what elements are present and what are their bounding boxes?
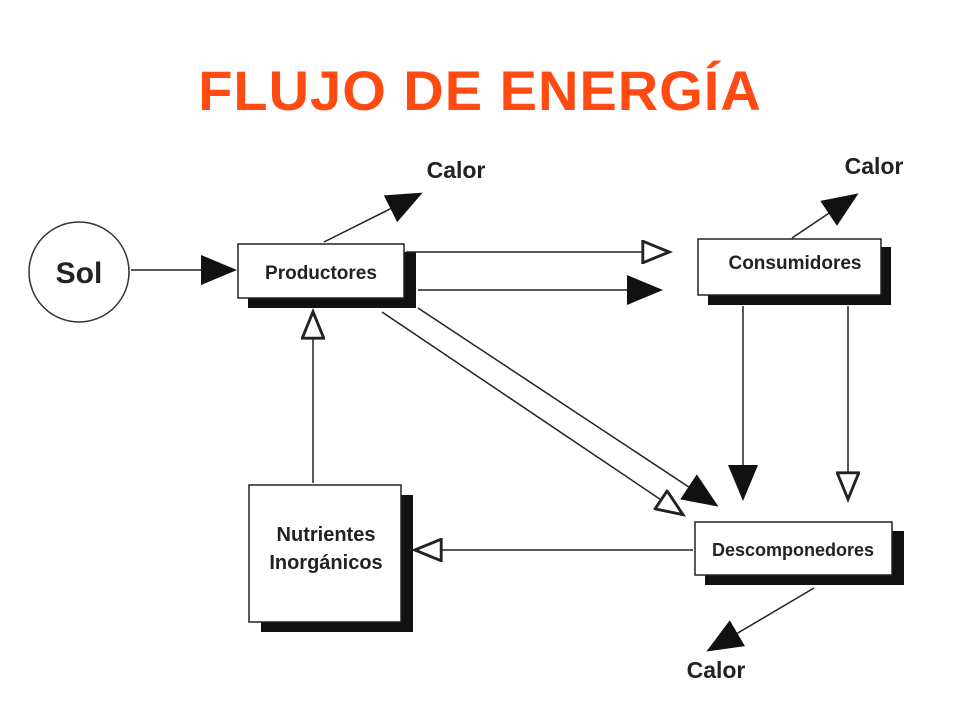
arrow-consumidores-to-calor — [791, 193, 859, 239]
productores-box — [237, 243, 405, 299]
arrow-descomponedores-to-calor — [706, 587, 815, 652]
sol-circle — [28, 221, 130, 323]
arrow-productores-to-descomponedores-solid — [417, 307, 719, 507]
nutrientes-label-line1: Nutrientes — [277, 524, 376, 546]
page-title: FLUJO DE ENERGÍA — [198, 59, 762, 122]
calor-label-descomponedores: Calor — [687, 657, 746, 683]
descomponedores-box — [694, 521, 893, 576]
sol-label: Sol — [56, 257, 103, 290]
descomponedores-label: Descomponedores — [712, 540, 874, 560]
productores-label: Productores — [265, 263, 377, 284]
arrow-productores-to-calor — [323, 192, 423, 243]
consumidores-box — [697, 238, 882, 296]
arrow-productores-to-descomponedores-open — [381, 311, 682, 514]
calor-label-productores: Calor — [427, 157, 486, 183]
consumidores-label: Consumidores — [728, 253, 861, 274]
calor-label-consumidores: Calor — [845, 153, 904, 179]
nutrientes-label-line2: Inorgánicos — [269, 552, 382, 574]
nutrientes-box — [248, 484, 402, 623]
